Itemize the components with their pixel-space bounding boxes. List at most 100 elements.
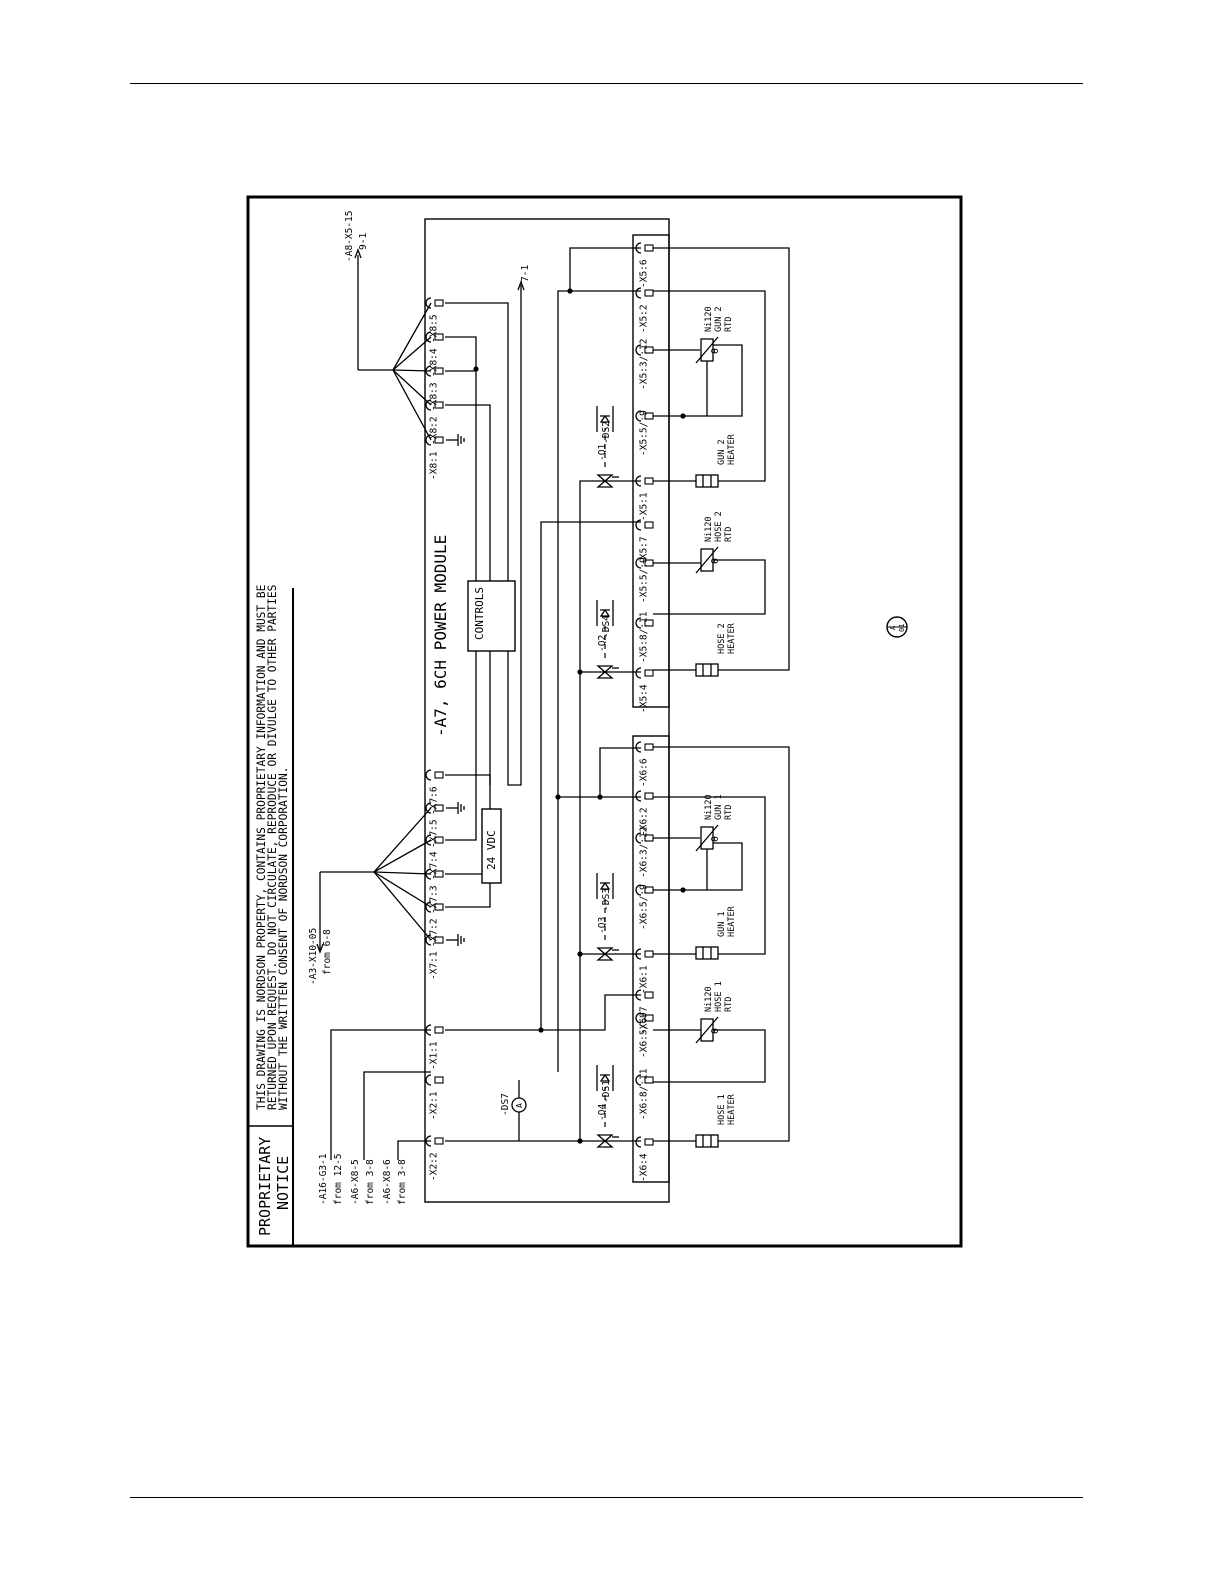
terminal-label: -X6:6	[639, 758, 650, 787]
heater-label-1: GUN 2	[717, 439, 727, 465]
wire	[373, 871, 432, 875]
terminal-pin	[434, 836, 444, 844]
wire	[397, 1140, 431, 1160]
terminal-socket	[635, 617, 642, 629]
terminal-label: -X6:1	[639, 965, 650, 994]
terminal-x6-3: -X6:7	[635, 989, 654, 1035]
terminal-label: -X6:4	[639, 1153, 650, 1182]
triac-q3: -Q3	[596, 917, 619, 961]
arrow	[517, 280, 525, 291]
wire	[373, 871, 432, 941]
led-label: -DS3	[601, 888, 612, 911]
label-a8: -A8-X5-15	[344, 211, 355, 262]
terminal-pin	[434, 436, 444, 444]
terminal-socket	[635, 790, 642, 802]
led-ds2: -DS2	[596, 406, 614, 444]
wire	[653, 361, 708, 417]
wire	[653, 247, 790, 671]
terminal-label: -X7:6	[429, 786, 440, 815]
terminal-label: -X5:4	[639, 684, 650, 713]
notice-text-line1: THIS DRAWING IS NORDSON PROPERTY, CONTAI…	[255, 584, 268, 1110]
wire	[445, 336, 477, 581]
label-a16: -A16-G3-1	[318, 1153, 329, 1205]
heater-label-2: HEATER	[727, 433, 737, 465]
terminal-socket	[425, 297, 432, 309]
external-labels: -A3-X10-05 from 6-8 -A8-X5-15 9-1 7-1 -A…	[308, 211, 531, 1205]
junction-dot	[680, 887, 686, 893]
triac-q2: -Q2	[596, 635, 619, 679]
header-rule	[130, 83, 1083, 84]
rtd-label-3: RTD	[724, 527, 734, 542]
triac-icon	[596, 947, 614, 961]
terminal-label: -X6:7	[639, 1006, 650, 1035]
terminal-x5-3: -X5:7	[635, 519, 654, 565]
terminal-socket	[635, 344, 642, 356]
ground-icon	[446, 802, 465, 814]
module-title: -A7, 6CH POWER MODULE	[431, 535, 450, 737]
triac-label: -Q2	[597, 635, 608, 652]
terminal-x7-4: -X7:4	[425, 834, 444, 880]
terminal-x2-1: -X2:1	[425, 1074, 444, 1120]
terminal-label: -X6:5/:9	[639, 884, 650, 930]
wire	[569, 247, 641, 291]
arrow	[354, 248, 362, 259]
terminal-socket	[635, 519, 642, 531]
terminal-socket	[425, 331, 432, 343]
terminal-label: -X7:4	[429, 851, 440, 880]
footer-rule	[130, 1497, 1083, 1498]
rtd-label-1: Ni120	[704, 306, 714, 332]
terminal-x6-7: -X6:2	[635, 790, 654, 836]
rtd-label-3: RTD	[724, 317, 734, 332]
rtd-label-1: Ni120	[704, 986, 714, 1012]
terminal-x6-2: -X6:5/:9	[635, 1012, 654, 1058]
terminal-socket	[425, 834, 432, 846]
terminal-socket	[635, 741, 642, 753]
drawing-frame	[246, 195, 963, 1248]
terminal-socket	[425, 769, 432, 781]
lamp-symbol: A	[515, 1103, 524, 1108]
lamp-label: -DS7	[500, 1093, 511, 1116]
wire	[653, 849, 708, 891]
terminal-x7-6: -X7:6	[425, 769, 444, 815]
terminal-x8-5: -X8:5	[425, 297, 444, 343]
terminal-socket	[635, 884, 642, 896]
wire-group	[316, 247, 790, 1160]
wire	[392, 369, 432, 406]
triac-label: -Q4	[597, 1104, 608, 1121]
terminal-x6-1: -X6:8/:11	[635, 1068, 654, 1120]
ground-icon	[446, 934, 465, 946]
terminal-x6-8: -X6:6	[635, 741, 654, 787]
terminal-pin	[434, 367, 444, 375]
triac-icon	[596, 474, 614, 488]
terminal-socket	[635, 410, 642, 422]
wire	[507, 285, 522, 786]
lamp-ds7: A -DS7	[500, 1093, 527, 1116]
led-label: -DS2	[601, 421, 612, 444]
wire	[373, 839, 432, 873]
terminal-label: -X2:1	[429, 1091, 440, 1120]
terminal-socket	[635, 1136, 642, 1148]
terminal-pin	[644, 244, 654, 252]
terminal-x5-4: -X5:1	[635, 475, 654, 521]
led-label: -DS1	[601, 1080, 612, 1103]
terminal-label: -X5:5/:9	[639, 557, 650, 603]
rtd-theta: θ	[710, 348, 721, 354]
heater-icon	[695, 663, 719, 677]
terminal-socket	[635, 1074, 642, 1086]
terminal-label: -X6:2	[639, 807, 650, 836]
led-icon	[599, 414, 611, 423]
triac-label: -Q1	[597, 444, 608, 461]
terminal-pin	[644, 289, 654, 297]
wire	[392, 336, 432, 371]
channel-2-terminal-block	[632, 234, 670, 708]
wire	[599, 747, 641, 797]
heater-label-2: HEATER	[727, 622, 737, 654]
wire	[373, 871, 432, 908]
wire	[445, 651, 477, 841]
led-icon	[599, 1073, 611, 1082]
